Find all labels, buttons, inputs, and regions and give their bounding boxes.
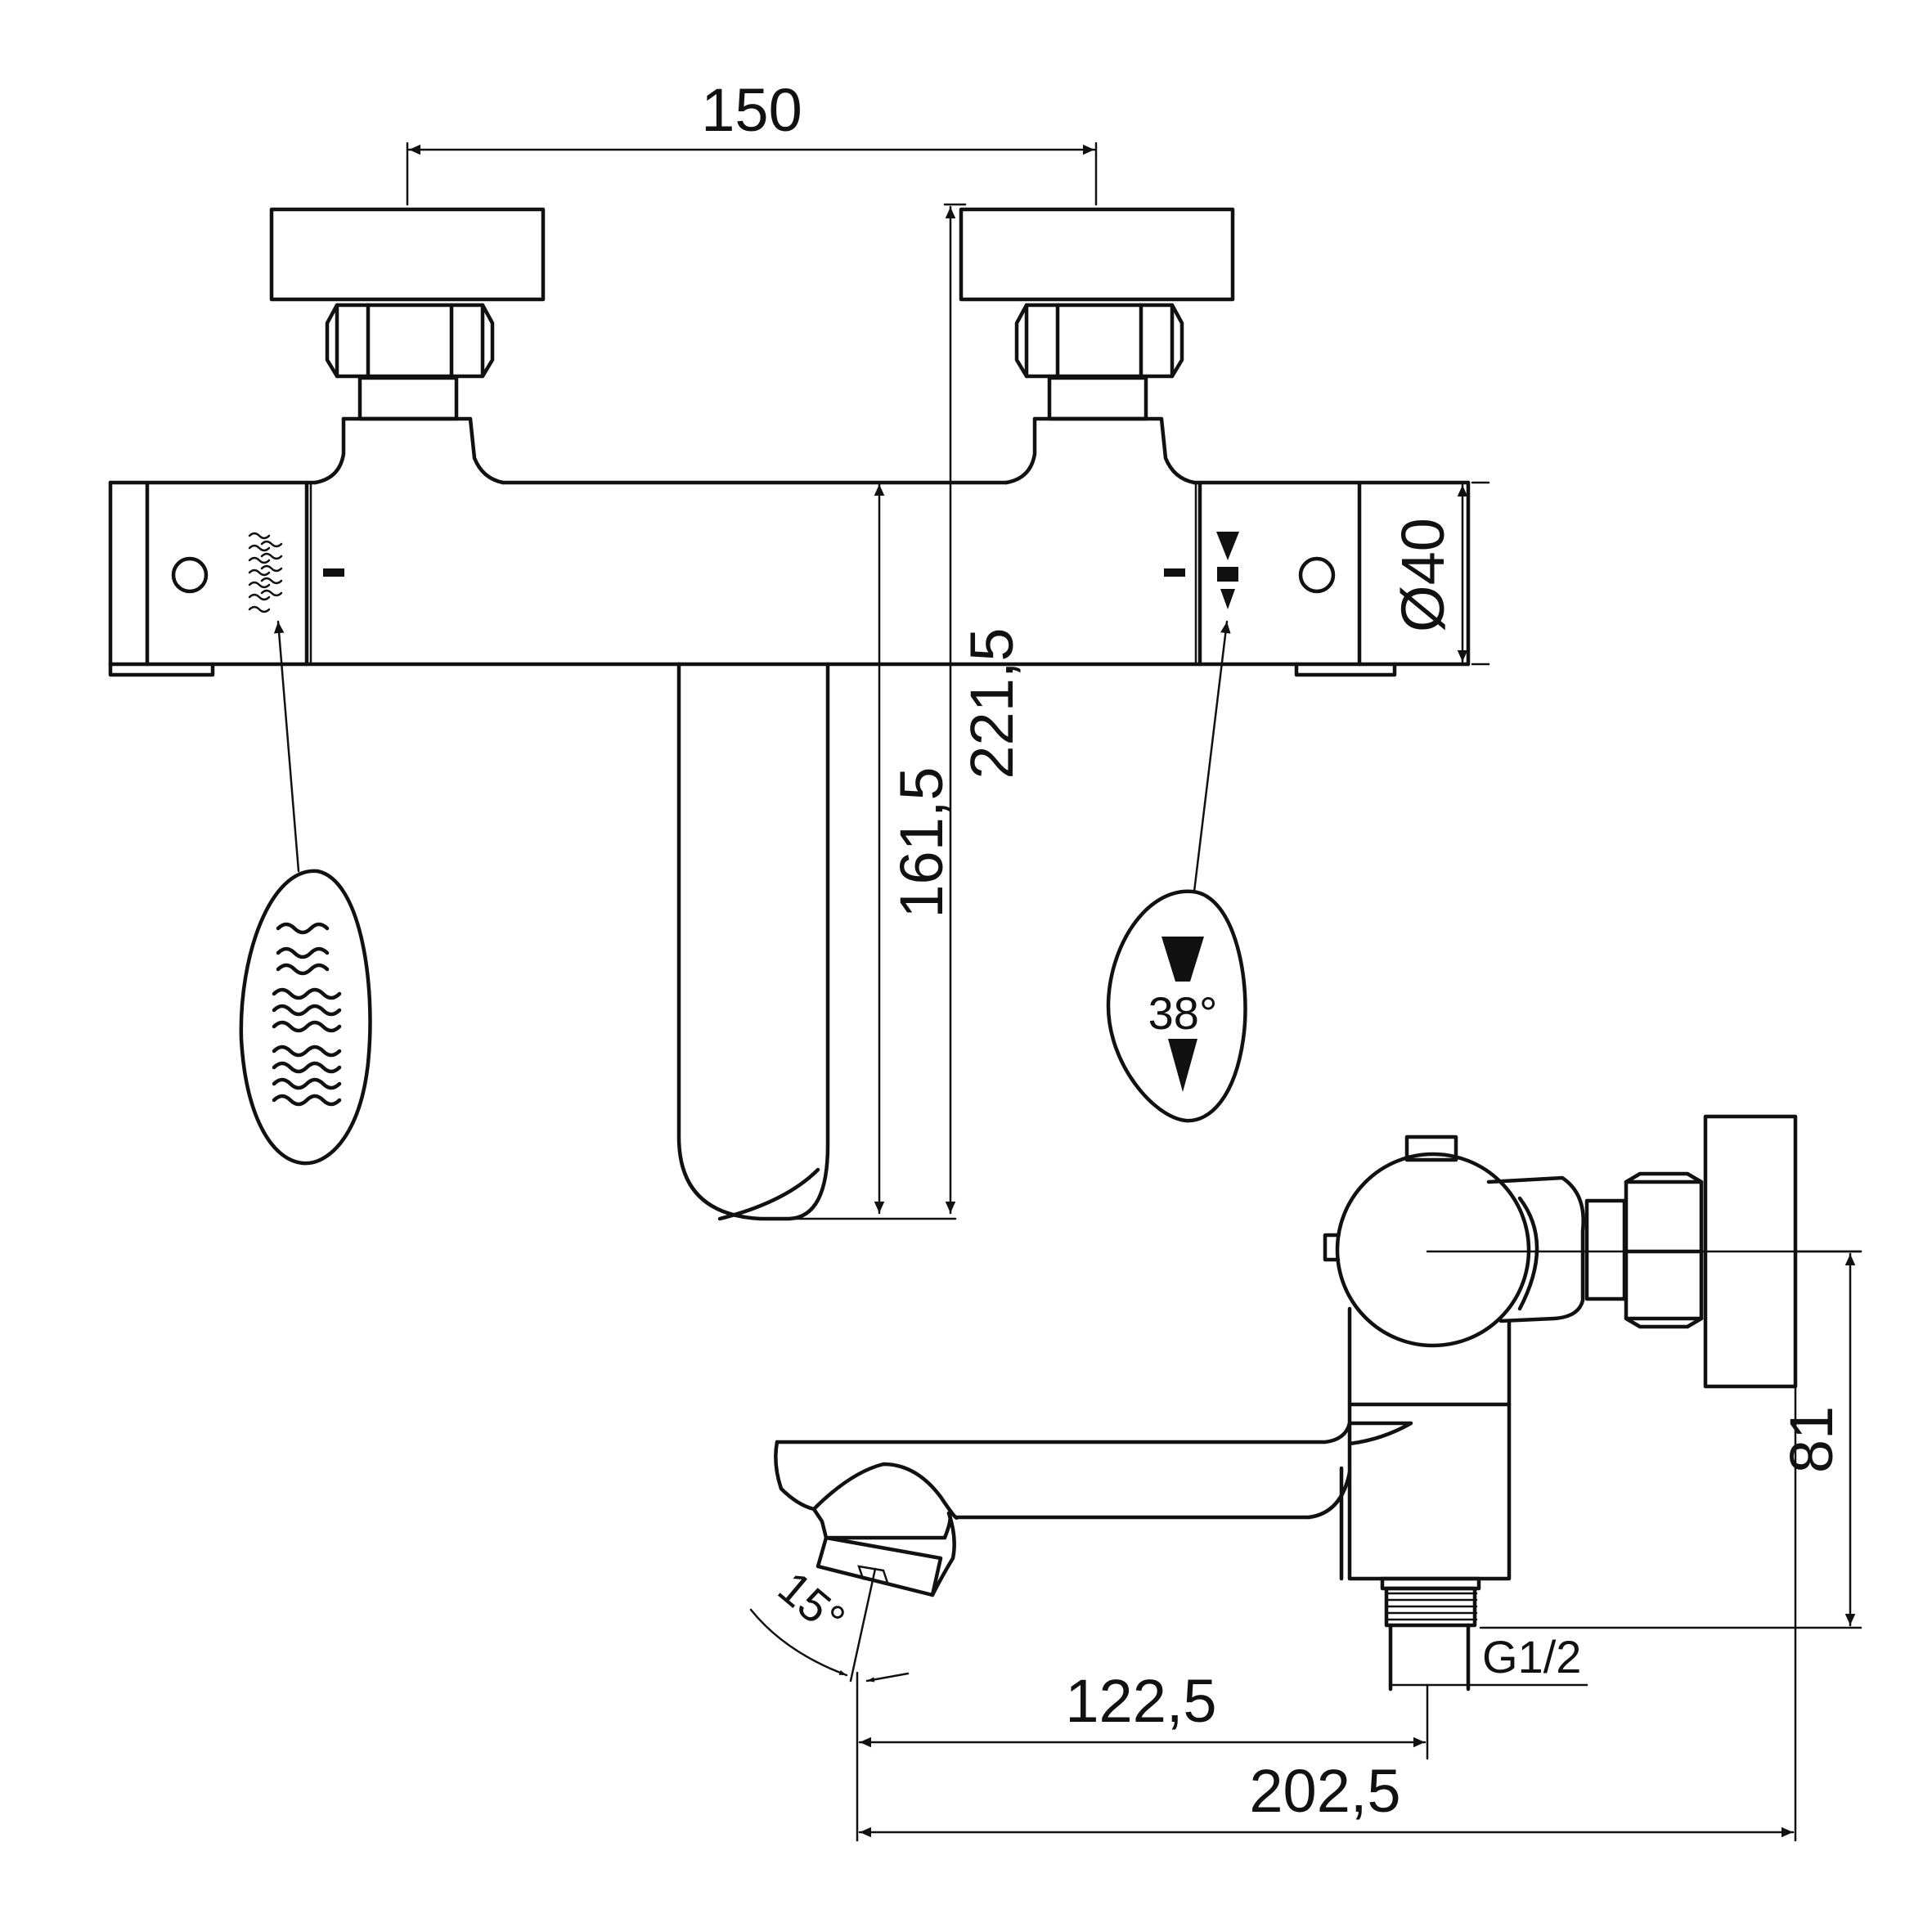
dimension-total-height: 221,5 bbox=[943, 203, 1026, 1215]
thread-callout: G1/2 bbox=[1389, 1631, 1588, 1687]
spout-front bbox=[676, 662, 830, 1221]
dimension-spout-height: 161,5 bbox=[788, 483, 957, 1220]
temperature-setting-label: 38° bbox=[1148, 987, 1218, 1039]
temperature-symbol-small bbox=[1216, 532, 1239, 609]
side-spout bbox=[774, 1421, 1413, 1597]
dimension-spout-angle: 15° bbox=[749, 1561, 910, 1683]
dimension-total-projection: 202,5 bbox=[858, 1385, 1797, 1842]
flow-symbol-small bbox=[248, 532, 283, 613]
centre-distance-value: 150 bbox=[701, 76, 802, 144]
spout-projection-value: 122,5 bbox=[1065, 1667, 1216, 1735]
flow-callout bbox=[239, 869, 372, 1166]
left-wall-connection bbox=[269, 207, 546, 485]
thread-value: G1/2 bbox=[1482, 1631, 1581, 1683]
dimension-centre-distance: 150 bbox=[406, 76, 1098, 206]
side-view: 15° 81 G1/2 122,5 202,5 bbox=[749, 1114, 1862, 1842]
dimension-body-diameter: Ø40 bbox=[1389, 481, 1490, 666]
dimension-inlet-height: 81 bbox=[1479, 1250, 1862, 1629]
mixer-body bbox=[108, 480, 1471, 677]
side-handle bbox=[1323, 1134, 1585, 1348]
temperature-callout: 38° bbox=[1106, 889, 1247, 1123]
right-wall-connection bbox=[959, 207, 1235, 485]
front-view: 38° 150 161,5 221,5 Ø40 bbox=[108, 76, 1490, 1221]
total-projection-value: 202,5 bbox=[1249, 1757, 1400, 1825]
total-height-value: 221,5 bbox=[958, 627, 1026, 779]
body-diameter-value: Ø40 bbox=[1389, 518, 1457, 632]
dimension-spout-projection: 122,5 bbox=[856, 1667, 1429, 1842]
inlet-height-value: 81 bbox=[1777, 1406, 1845, 1473]
spout-height-value: 161,5 bbox=[887, 766, 955, 918]
